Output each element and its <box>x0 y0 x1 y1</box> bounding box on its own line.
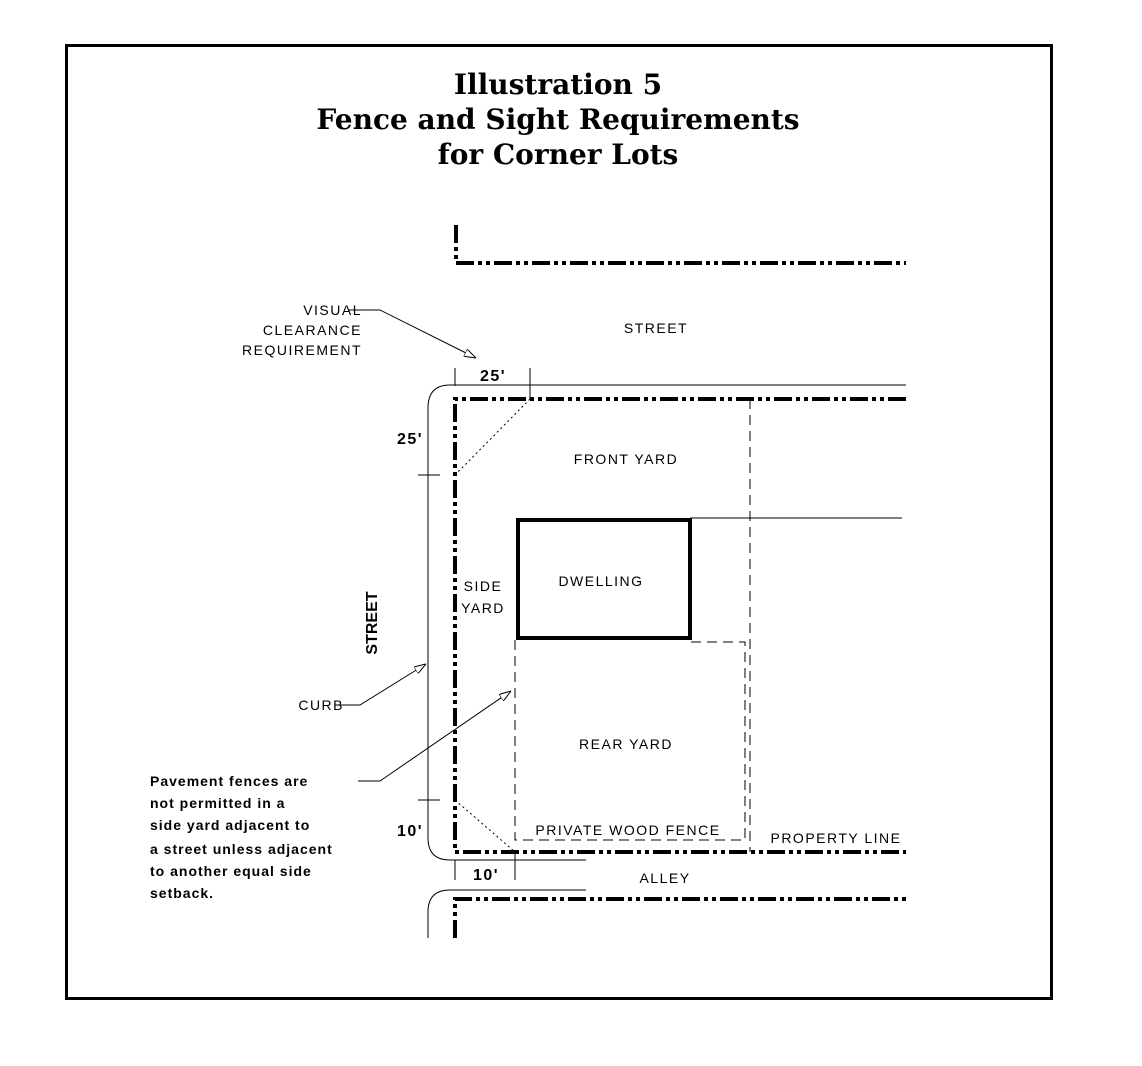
dim-top-vertical: 25' <box>397 431 423 448</box>
note-line-2: not permitted in a <box>150 795 285 811</box>
dwelling-label: DWELLING <box>558 573 643 589</box>
note-line-1: Pavement fences are <box>150 773 308 789</box>
rear-yard-label: REAR YARD <box>579 736 673 752</box>
street-side-label: STREET <box>364 591 381 654</box>
title-line-1: Illustration 5 <box>454 68 662 101</box>
note-line-3: side yard adjacent to <box>150 817 310 833</box>
visual-clearance-label-1: VISUAL <box>303 302 362 318</box>
front-yard-label: FRONT YARD <box>574 451 678 467</box>
title-line-2: Fence and Sight Requirements <box>316 103 799 136</box>
visual-clearance-label-2: CLEARANCE <box>263 322 362 338</box>
note-line-5: to another equal side <box>150 863 312 879</box>
note-line-4: a street unless adjacent <box>150 841 333 857</box>
sight-triangle-bottom <box>454 799 516 853</box>
note-line-6: setback. <box>150 885 214 901</box>
street-top-label: STREET <box>624 320 688 336</box>
private-wood-fence-label: PRIVATE WOOD FENCE <box>535 822 720 838</box>
side-yard-label-1: SIDE <box>464 578 503 594</box>
visual-clearance-leader <box>348 309 476 358</box>
dim-top-horizontal: 25' <box>480 368 506 385</box>
main-property-line <box>453 397 906 854</box>
private-wood-fence <box>514 640 746 841</box>
diagram-frame <box>65 44 1053 1000</box>
curb-label: CURB <box>298 697 344 713</box>
upper-lot-property-line <box>454 225 906 265</box>
curb-leader <box>340 664 426 706</box>
dwelling-outline <box>516 518 692 640</box>
visual-clearance-label-3: REQUIREMENT <box>242 342 362 358</box>
lower-curb-line <box>427 889 586 938</box>
dim-bottom-horizontal: 10' <box>473 867 499 884</box>
dim-bottom-vertical: 10' <box>397 823 423 840</box>
sight-triangle-top <box>454 398 531 476</box>
curb-line <box>427 384 906 861</box>
title-line-3: for Corner Lots <box>438 138 679 171</box>
alley-label: ALLEY <box>639 870 690 886</box>
note-leader <box>358 691 511 782</box>
lower-lot-property-line <box>453 897 906 938</box>
side-yard-label-2: YARD <box>461 600 505 616</box>
property-line-label: PROPERTY LINE <box>770 830 901 846</box>
